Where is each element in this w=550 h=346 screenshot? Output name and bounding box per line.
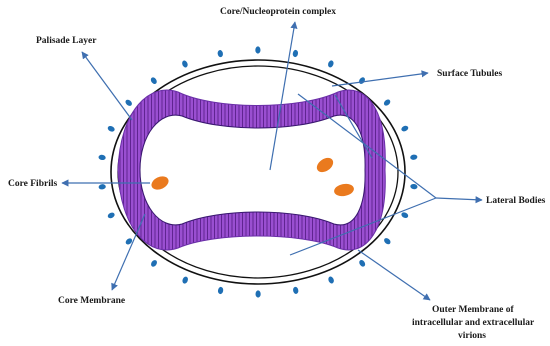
surface-tubule bbox=[124, 98, 133, 107]
label-core-fibrils: Core Fibrils bbox=[8, 179, 57, 189]
surface-tubule bbox=[98, 184, 106, 190]
surface-tubule bbox=[256, 290, 261, 297]
surface-tubule bbox=[383, 98, 392, 107]
surface-tubule bbox=[150, 259, 158, 268]
label-outer-membrane-line2: intracellular and extracellular bbox=[412, 318, 535, 328]
label-lateral-bodies: Lateral Bodies bbox=[486, 196, 546, 206]
surface-tubule bbox=[107, 125, 116, 133]
arrow-outer-membrane bbox=[358, 250, 430, 300]
label-core-nucleoprotein-complex: Core/Nucleoprotein complex bbox=[220, 7, 336, 17]
surface-tubule bbox=[410, 154, 418, 160]
surface-tubule bbox=[400, 125, 409, 133]
surface-tubule bbox=[292, 49, 298, 57]
label-core-membrane: Core Membrane bbox=[58, 296, 125, 306]
surface-tubule bbox=[358, 76, 366, 85]
surface-tubule bbox=[98, 154, 106, 160]
surface-tubule bbox=[327, 60, 335, 69]
label-outer-membrane-line3: virions bbox=[458, 331, 486, 341]
surface-tubule bbox=[410, 183, 418, 189]
surface-tubule bbox=[181, 60, 189, 69]
label-surface-tubules: Surface Tubules bbox=[437, 69, 503, 79]
label-palisade-layer: Palisade Layer bbox=[36, 36, 97, 46]
surface-tubule bbox=[400, 211, 409, 219]
arrow-lateral-bodies-main bbox=[436, 198, 482, 200]
label-outer-membrane-line1: Outer Membrane of bbox=[432, 305, 514, 315]
core-membrane bbox=[140, 115, 365, 225]
surface-tubule bbox=[327, 276, 335, 285]
surface-tubule bbox=[292, 286, 298, 294]
surface-tubule bbox=[181, 276, 189, 285]
surface-tubule bbox=[217, 286, 223, 294]
surface-tubule bbox=[358, 259, 366, 268]
surface-tubule bbox=[255, 46, 260, 53]
arrow-palisade bbox=[82, 52, 132, 120]
surface-tubule bbox=[217, 50, 223, 58]
surface-tubule bbox=[150, 76, 158, 85]
surface-tubule bbox=[107, 211, 116, 219]
arrow-surface-tubules-a bbox=[332, 73, 428, 86]
surface-tubule bbox=[383, 237, 392, 246]
